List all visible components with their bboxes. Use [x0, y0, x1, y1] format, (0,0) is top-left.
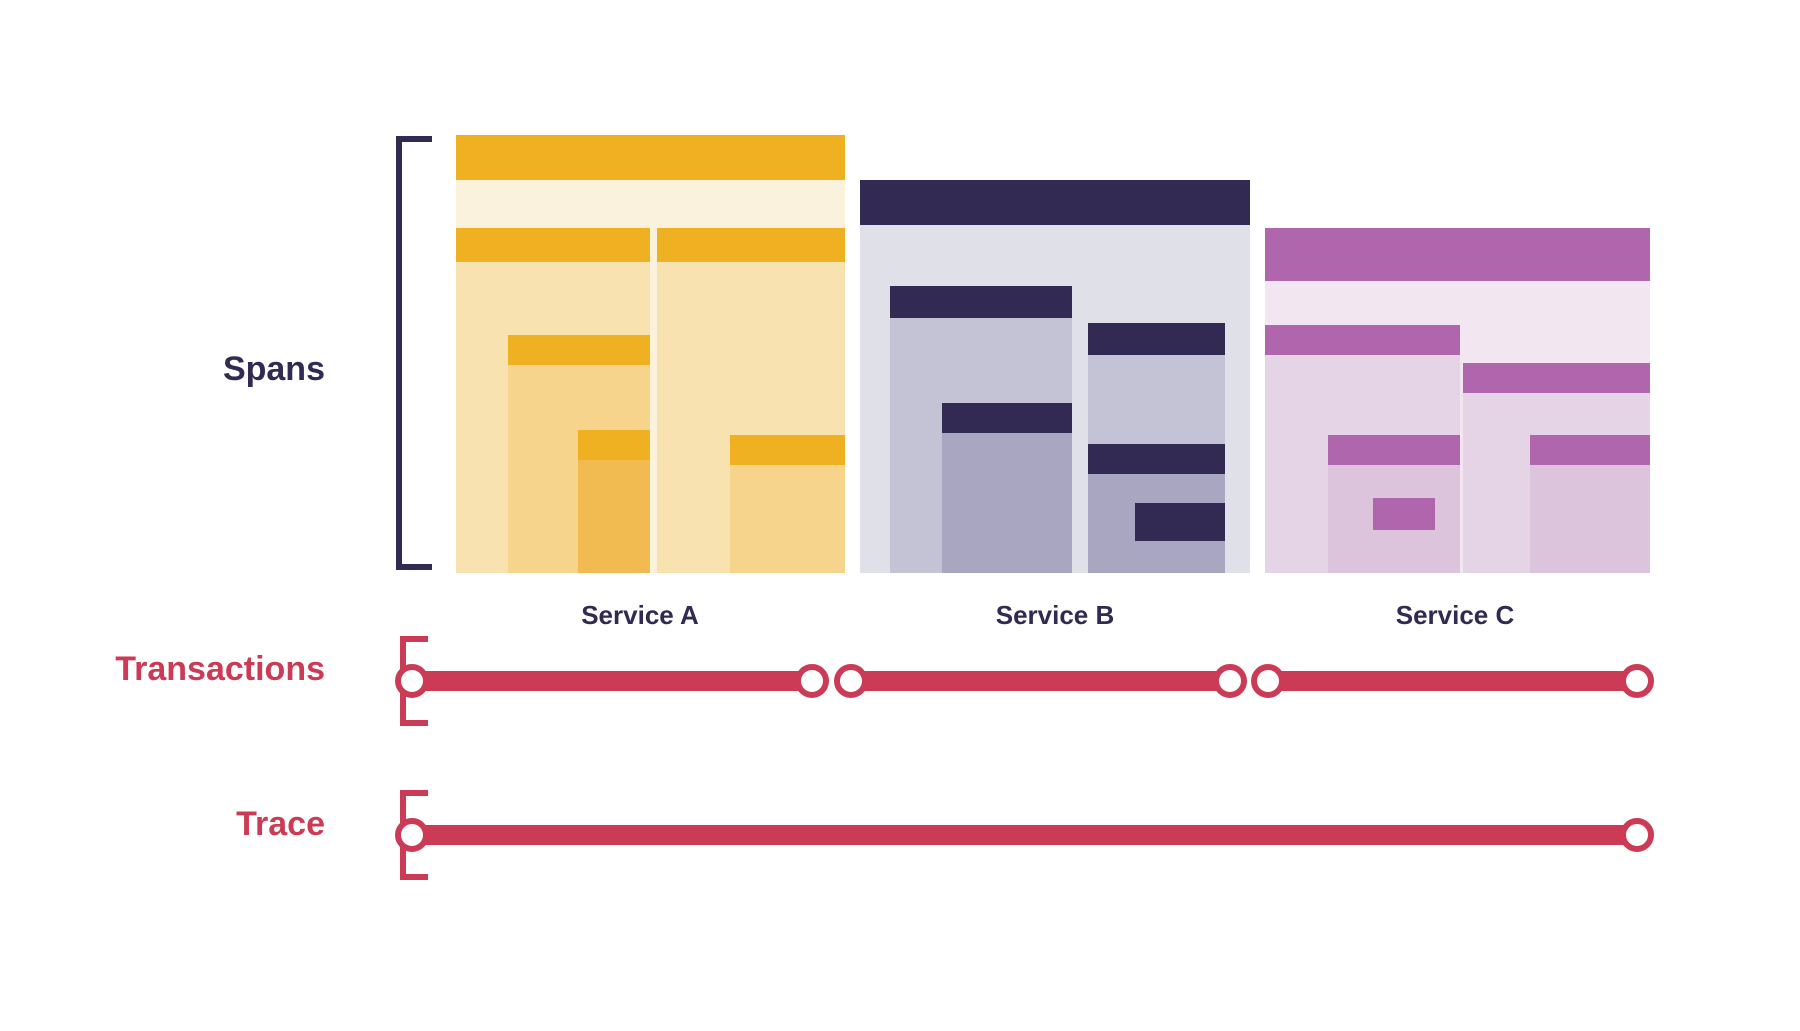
span-bar-head	[1530, 435, 1650, 465]
transaction-node[interactable]	[1213, 664, 1247, 698]
spans-row-label: Spans	[222, 350, 325, 388]
span-bar-head	[1135, 503, 1225, 541]
spans-bracket	[396, 136, 432, 570]
transaction-segment[interactable]	[412, 671, 812, 691]
transaction-segment[interactable]	[851, 671, 1230, 691]
span-bar[interactable]	[1373, 498, 1435, 573]
transaction-node[interactable]	[1251, 664, 1285, 698]
span-bar-head	[942, 403, 1072, 433]
span-bar-head	[1463, 363, 1650, 393]
span-bar-head	[1088, 444, 1225, 474]
transactions-bracket-bottom-arm	[400, 720, 428, 726]
span-bar-head	[456, 228, 650, 262]
trace-node[interactable]	[1620, 818, 1654, 852]
span-bar[interactable]	[730, 435, 845, 573]
span-bar[interactable]	[1135, 503, 1225, 573]
span-bar-head	[456, 135, 845, 180]
trace-track	[0, 810, 1800, 860]
span-bar-head	[730, 435, 845, 465]
service-label-service-c: Service C	[1395, 600, 1515, 630]
transaction-node[interactable]	[834, 664, 868, 698]
trace-bracket-bottom-arm	[400, 874, 428, 880]
transaction-node[interactable]	[395, 664, 429, 698]
span-bar[interactable]	[1530, 435, 1650, 573]
spans-bracket-top-arm	[396, 136, 432, 142]
span-bar-head	[1373, 498, 1435, 530]
trace-node[interactable]	[395, 818, 429, 852]
span-bar[interactable]	[942, 403, 1072, 573]
spans-visualization: Service A Service B Service C	[456, 135, 1650, 628]
spans-bracket-spine	[396, 136, 402, 570]
span-bar-head	[508, 335, 650, 365]
transactions-row-label: Transactions	[115, 650, 325, 688]
span-bar-head	[890, 286, 1072, 318]
spans-bracket-bottom-arm	[396, 564, 432, 570]
span-bar-head	[1328, 435, 1460, 465]
span-bar-head	[578, 430, 650, 460]
span-bar-head	[860, 180, 1250, 225]
trace-row-label: Trace	[236, 805, 325, 843]
span-bar-head	[1265, 228, 1650, 281]
span-bar-head	[657, 228, 845, 262]
transaction-segment[interactable]	[1268, 671, 1637, 691]
service-label-service-b: Service B	[995, 600, 1115, 630]
transactions-bracket-top-arm	[400, 636, 428, 642]
span-bar[interactable]	[578, 430, 650, 573]
trace-segment[interactable]	[412, 825, 1637, 845]
service-label-service-a: Service A	[581, 600, 699, 630]
transaction-node[interactable]	[1620, 664, 1654, 698]
span-bar-head	[1265, 325, 1460, 355]
trace-bracket-top-arm	[400, 790, 428, 796]
transactions-track	[0, 656, 1800, 706]
span-bar-head	[1088, 323, 1225, 355]
transaction-node[interactable]	[795, 664, 829, 698]
